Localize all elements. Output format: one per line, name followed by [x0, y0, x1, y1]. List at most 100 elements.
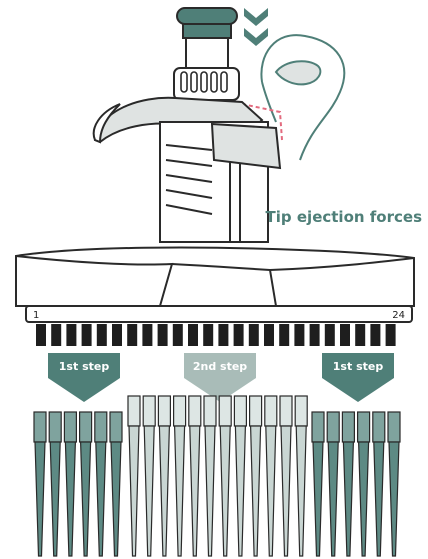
tip-shaft [189, 425, 201, 557]
tip-collar [157, 395, 171, 427]
tip-collar [326, 411, 340, 443]
pipette-tip [48, 411, 62, 557]
nozzle [370, 324, 381, 346]
tip-shaft [265, 425, 277, 557]
pipette-tip [127, 395, 141, 557]
tip-collar [203, 395, 217, 427]
nozzle [51, 324, 62, 346]
tip-shaft [219, 425, 231, 557]
body-grip-lines [165, 144, 213, 215]
tip-shaft [110, 441, 122, 557]
nozzle [36, 324, 46, 346]
tip-shaft [79, 441, 92, 557]
tip-shaft [49, 441, 61, 557]
nozzle [324, 324, 335, 346]
nozzle [66, 324, 77, 346]
nozzle [233, 324, 244, 346]
step-arrow: 1st step [48, 353, 120, 402]
thumb-press-icon [260, 34, 346, 161]
pipette-tip [294, 395, 308, 557]
pipette-tip [94, 411, 108, 557]
pipette-tip [142, 395, 156, 557]
nozzle [127, 324, 138, 346]
pipette-tip [109, 411, 123, 557]
manifold-housing [15, 246, 415, 307]
pipette-tip [264, 395, 278, 557]
tip-shaft [173, 425, 186, 557]
step-arrow-shape [48, 353, 120, 402]
pipette-tip [33, 411, 47, 557]
nozzle [112, 324, 122, 346]
nozzle-row [36, 324, 396, 346]
nozzle [96, 324, 107, 346]
nozzle [264, 324, 274, 346]
pipette-tip [326, 411, 340, 557]
pipette-tip [218, 395, 232, 557]
tip-collar [109, 411, 123, 443]
tip-shaft [204, 425, 216, 557]
tip-shaft [64, 441, 77, 557]
pipette-tip [249, 395, 263, 557]
nozzle [81, 324, 92, 346]
tip-shaft [327, 441, 339, 557]
channel-last-label: 24 [392, 310, 405, 321]
nozzle [294, 324, 305, 346]
tip-collar [142, 395, 156, 427]
channel-strip: 1 24 [25, 305, 413, 323]
tip-collar [357, 411, 371, 443]
pipette-tip [357, 411, 371, 557]
tip-collar [249, 395, 263, 427]
step-label: 1st step [59, 360, 110, 373]
nozzle [248, 324, 259, 346]
tip-shaft [234, 425, 247, 557]
nozzle [188, 324, 198, 346]
pipette-tip [157, 395, 171, 557]
pipette-tip [203, 395, 217, 557]
tip-collar [173, 395, 187, 427]
nozzle [309, 324, 320, 346]
tip-collar [63, 411, 78, 443]
step-label: 2nd step [193, 360, 247, 373]
pipette-tip [279, 395, 293, 557]
tip-shaft [128, 425, 140, 557]
grip-ridges [180, 71, 228, 93]
tip-shaft [158, 425, 171, 557]
tip-shaft [295, 425, 307, 557]
nozzle [157, 324, 168, 346]
tip-collar [94, 411, 108, 443]
tip-collar [188, 395, 202, 427]
nozzle [218, 324, 229, 346]
tip-collar [233, 395, 247, 427]
pipette-tip [372, 411, 386, 557]
tip-collar [78, 411, 93, 443]
pipette-tip [78, 411, 93, 557]
double-chevron-down-icon [244, 8, 268, 46]
tip-shaft [312, 441, 324, 557]
nozzle [279, 324, 290, 346]
tip-collar [264, 395, 278, 427]
pipette-handle [92, 96, 264, 144]
tip-collar [218, 395, 232, 427]
tip-shaft [342, 441, 355, 557]
tip-row [33, 395, 401, 557]
nozzle [340, 324, 350, 346]
force-indicator-dashed [241, 103, 283, 141]
step-label: 1st step [333, 360, 384, 373]
step-arrow-shape [322, 353, 394, 402]
pipette-tip [311, 411, 325, 557]
nozzle [355, 324, 366, 346]
tip-collar [311, 411, 325, 443]
tip-collar [387, 411, 401, 443]
tip-shaft [373, 441, 385, 557]
pipette-tip [188, 395, 202, 557]
tip-shaft [280, 425, 292, 557]
step-arrow: 1st step [322, 353, 394, 402]
caption: Tip ejection forces [266, 208, 423, 226]
tip-collar [372, 411, 386, 443]
nozzle [142, 324, 153, 346]
plunger-button [173, 7, 240, 101]
step-arrows: 1st step 2nd step 1st step [48, 353, 394, 402]
ejector-lever [210, 122, 282, 170]
tip-shaft [249, 425, 262, 557]
